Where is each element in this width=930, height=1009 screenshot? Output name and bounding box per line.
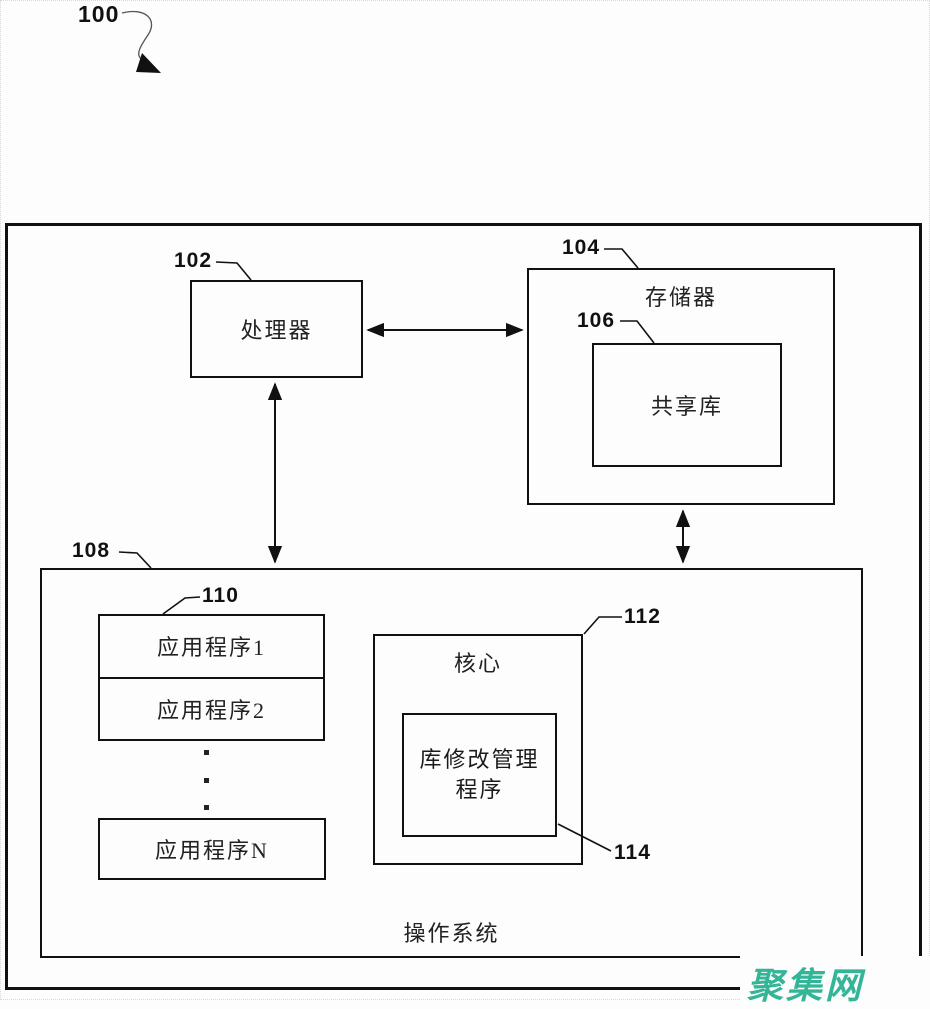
application-2-row: 应用程序2: [100, 676, 323, 740]
ref-label-110: 110: [202, 584, 239, 607]
application-2-label: 应用程序2: [156, 697, 266, 723]
operating-system-label: 操作系统: [403, 921, 500, 946]
leader-100-arrowhead: [136, 53, 161, 73]
memory-box: 存储器: [527, 268, 835, 505]
applications-box: 应用程序1 应用程序2: [98, 614, 325, 741]
processor-label: 处理器: [240, 318, 313, 343]
application-n-box: 应用程序N: [98, 818, 326, 880]
library-manager-label: 库修改管理程序: [419, 747, 540, 802]
ref-label-100: 100: [78, 1, 120, 27]
ref-label-104: 104: [562, 236, 601, 259]
ref-label-114: 114: [614, 841, 651, 864]
vertical-ellipsis-icon: [202, 750, 210, 810]
watermark-text: 聚集网: [747, 965, 865, 1006]
application-n-label: 应用程序N: [155, 838, 269, 863]
ref-label-106: 106: [577, 309, 616, 332]
kernel-label: 核心: [453, 651, 502, 676]
shared-library-label: 共享库: [650, 394, 723, 419]
system-outer-box: [5, 223, 922, 990]
application-1-row: 应用程序1: [100, 616, 323, 677]
memory-label: 存储器: [644, 285, 717, 310]
ref-label-112: 112: [624, 605, 661, 628]
ref-label-102: 102: [174, 249, 213, 272]
kernel-box: 核心: [373, 634, 583, 865]
ref-label-108: 108: [72, 539, 111, 562]
operating-system-box: 操作系统: [40, 568, 863, 958]
application-1-label: 应用程序1: [156, 635, 266, 661]
watermark-background-patch: [740, 956, 930, 1000]
leader-100: [121, 10, 153, 61]
processor-box: 处理器: [190, 280, 363, 378]
library-manager-box: 库修改管理程序: [402, 713, 557, 837]
shared-library-box: 共享库: [592, 343, 782, 467]
